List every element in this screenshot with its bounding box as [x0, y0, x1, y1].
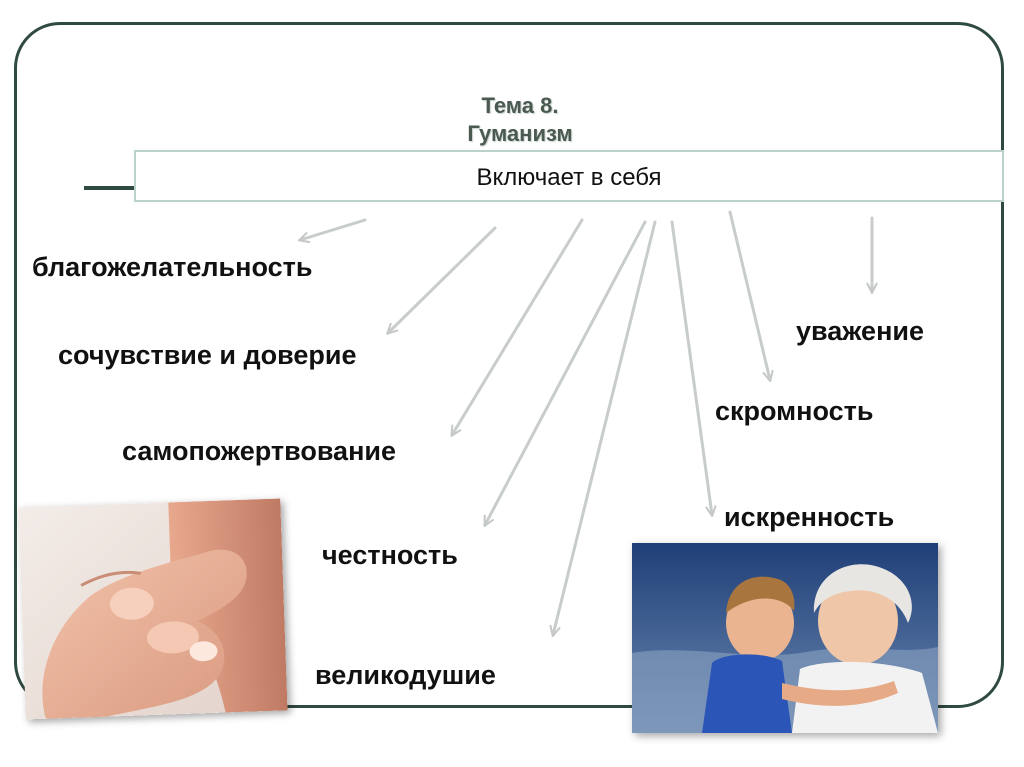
arrow-5: [553, 220, 657, 635]
term-generosity: великодушие: [315, 660, 496, 690]
term-respect: уважение: [796, 316, 924, 346]
arrow-7: [728, 210, 770, 380]
arrow-4: [485, 220, 647, 525]
decorative-bar: [84, 186, 136, 190]
slide-frame: [14, 22, 1004, 708]
header-box: Включает в себя: [134, 150, 1004, 202]
term-modesty: скромность: [715, 396, 874, 426]
term-self-sacrifice: самопожертвование: [122, 436, 396, 466]
arrow-2: [388, 226, 497, 333]
header-label: Включает в себя: [476, 164, 662, 191]
term-sincerity: искренность: [724, 502, 895, 532]
family-photo: [632, 543, 938, 733]
slide-title: Тема 8. Гуманизм: [420, 92, 620, 148]
title-line-1: Тема 8.: [481, 93, 559, 118]
term-goodwill: благожелательность: [32, 252, 313, 282]
term-honesty: честность: [322, 540, 458, 570]
hands-photo: [18, 498, 288, 720]
arrow-1: [300, 218, 367, 240]
term-sympathy-trust: сочувствие и доверие: [58, 340, 357, 370]
title-line-2: Гуманизм: [467, 121, 573, 146]
arrow-6: [670, 220, 712, 515]
arrow-3: [452, 218, 584, 435]
